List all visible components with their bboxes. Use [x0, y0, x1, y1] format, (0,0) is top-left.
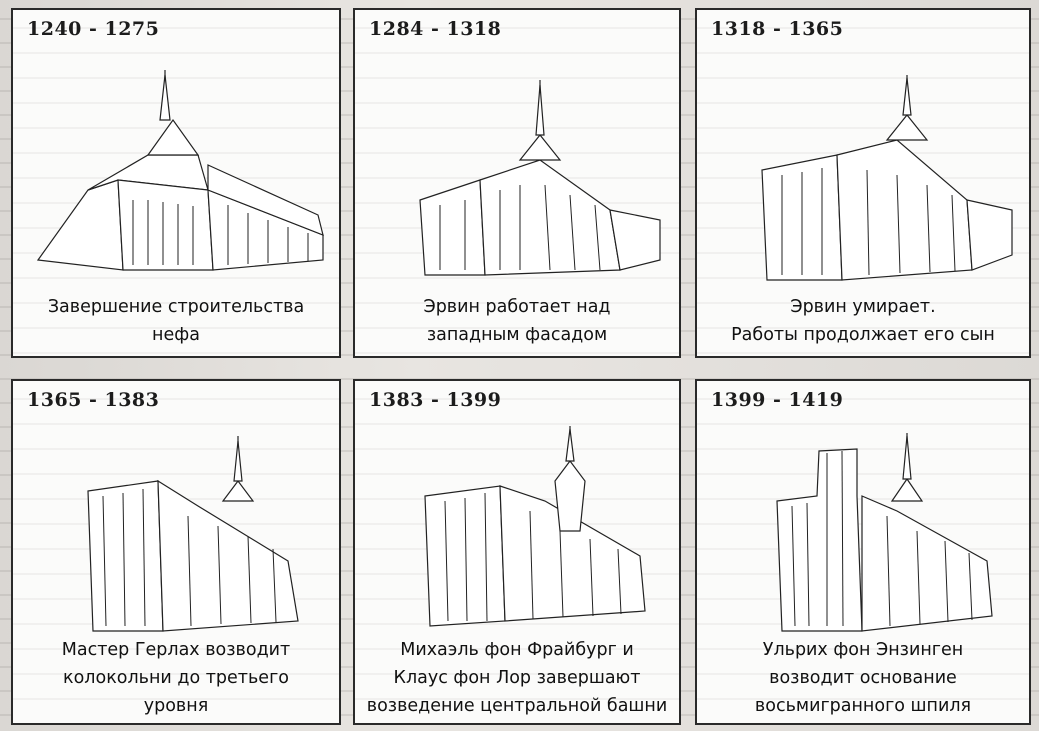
panel-caption: Завершение строительства нефа: [47, 297, 305, 345]
panel-caption: Эрвин работает над западным фасадом: [423, 297, 611, 345]
panel-caption: Ульрих фон Энзинген возводит основание в…: [754, 640, 972, 716]
octagonal-spire-base-drawing: [776, 433, 993, 632]
panel-1284-1318: 1284 - 1318 Эрвин работает над западным …: [353, 8, 681, 358]
panel-years: 1399 - 1419: [711, 389, 844, 411]
west-facade-drawing: [419, 80, 661, 276]
panel-years: 1383 - 1399: [369, 389, 502, 411]
panel-1365-1383: 1365 - 1383 Мастер Герлах возводит колок…: [11, 379, 341, 725]
panel-1318-1365: 1318 - 1365 Эрвин умирает. Работы продол…: [695, 8, 1031, 358]
panel-caption: Эрвин умирает. Работы продолжает его сын: [731, 297, 995, 345]
bell-towers-drawing: [87, 436, 299, 632]
panel-years: 1365 - 1383: [27, 389, 160, 411]
panel-years: 1240 - 1275: [27, 18, 160, 40]
panel-1383-1399: 1383 - 1399 Михаэль фон Фрайбург и Клаус…: [353, 379, 681, 725]
panel-caption: Мастер Герлах возводит колокольни до тре…: [61, 640, 291, 716]
facade-continued-drawing: [761, 75, 1013, 281]
panel-years: 1318 - 1365: [711, 18, 844, 40]
panel-years: 1284 - 1318: [369, 18, 502, 40]
cathedral-nave-drawing: [36, 70, 324, 271]
panel-1240-1275: 1240 - 1275 Завершение строительства неф…: [11, 8, 341, 358]
panel-1399-1419: 1399 - 1419 Ульрих фон Энзинген возводит…: [695, 379, 1031, 725]
panel-caption: Михаэль фон Фрайбург и Клаус фон Лор зав…: [366, 640, 668, 716]
central-tower-drawing: [424, 426, 646, 627]
